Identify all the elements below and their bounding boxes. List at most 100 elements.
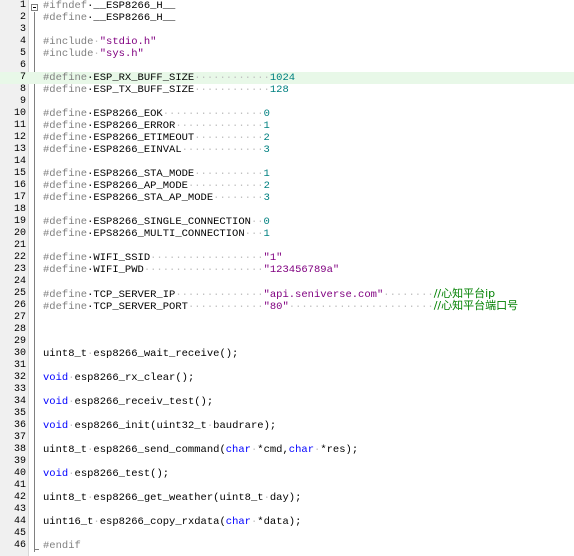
code-line[interactable]: 45	[0, 528, 574, 540]
code-token: ·EPS8266_MULTI_CONNECTION	[87, 228, 245, 240]
code-text: #define·ESP8266_ETIMEOUT···········2	[43, 132, 270, 144]
code-line[interactable]: 23#define·WIFI_PWD···················"12…	[0, 264, 574, 276]
code-line[interactable]: 15#define·ESP8266_STA_MODE···········1	[0, 168, 574, 180]
code-line[interactable]: 5#include·"sys.h"	[0, 48, 574, 60]
code-line[interactable]: 3	[0, 24, 574, 36]
code-token: #define	[43, 168, 88, 180]
code-token: ·	[68, 372, 75, 384]
code-token: ···················	[143, 264, 264, 276]
code-line[interactable]: 18	[0, 204, 574, 216]
code-line[interactable]: 6	[0, 60, 574, 72]
code-line[interactable]: 12 #define·ESP8266_ETIMEOUT···········2	[0, 132, 574, 144]
code-token: ·__ESP8266_H__	[87, 0, 176, 12]
code-text: #define·TCP_SERVER_IP··············"api.…	[43, 287, 496, 302]
code-token: ··············	[175, 289, 264, 301]
code-token: uint8_t	[43, 492, 88, 504]
line-number: 23	[13, 264, 26, 275]
code-token: 2	[263, 132, 270, 144]
code-line[interactable]: 27	[0, 312, 574, 324]
code-line[interactable]: 29	[0, 336, 574, 348]
code-line[interactable]: 17#define·ESP8266_STA_AP_MODE········3	[0, 192, 574, 204]
code-line[interactable]: 43	[0, 504, 574, 516]
code-line[interactable]: 37	[0, 432, 574, 444]
code-line[interactable]: 25#define·TCP_SERVER_IP··············"ap…	[0, 287, 574, 302]
code-comment: //心知平台ip	[433, 287, 496, 300]
line-number: 13	[13, 144, 26, 155]
code-token: #define	[43, 216, 88, 228]
code-line[interactable]: 10#define·ESP8266_EOK················0	[0, 108, 574, 120]
line-number: 39	[13, 456, 26, 467]
code-line[interactable]: 21	[0, 240, 574, 252]
code-token: char	[225, 516, 251, 528]
line-number: 37	[13, 432, 26, 443]
line-number: 3	[19, 24, 26, 35]
code-line[interactable]: 7#define·ESP_RX_BUFF_SIZE············102…	[0, 72, 574, 84]
line-number: 12	[13, 132, 26, 143]
code-line[interactable]: 20#define·EPS8266_MULTI_CONNECTION···1	[0, 228, 574, 240]
code-token: ············	[187, 180, 264, 192]
code-line[interactable]: 22#define·WIFI_SSID··················"1"	[0, 252, 574, 264]
line-number: 20	[13, 228, 26, 239]
code-line[interactable]: 16#define·ESP8266_AP_MODE············2	[0, 180, 574, 192]
code-line[interactable]: 4#include·"stdio.h"	[0, 36, 574, 48]
code-token: esp8266_receiv_test();	[74, 396, 214, 408]
code-line[interactable]: 14	[0, 156, 574, 168]
code-line[interactable]: 9	[0, 96, 574, 108]
code-text: #define·__ESP8266_H__	[43, 12, 175, 24]
code-token: #define	[43, 132, 88, 144]
line-number: 29	[13, 336, 26, 347]
code-text: void·esp8266_test();	[43, 468, 169, 480]
code-text: #define·ESP8266_SINGLE_CONNECTION··0	[43, 216, 270, 228]
code-line[interactable]: 46 #endif	[0, 540, 574, 552]
code-line[interactable]: 8#define·ESP_TX_BUFF_SIZE············128	[0, 84, 574, 96]
code-token: #endif	[43, 540, 81, 552]
line-number: 7	[19, 72, 26, 83]
line-number: 31	[13, 360, 26, 371]
code-text: #define·ESP8266_STA_AP_MODE········3	[43, 192, 270, 204]
line-number: 46	[13, 540, 26, 551]
line-number: 4	[19, 36, 26, 47]
code-token: baudrare);	[213, 420, 277, 432]
line-number: 2	[19, 12, 26, 23]
code-line[interactable]: 35	[0, 408, 574, 420]
code-token: ·TCP_SERVER_PORT	[87, 301, 188, 313]
code-line[interactable]: 33	[0, 384, 574, 396]
code-line[interactable]: 13#define·ESP8266_EINVAL·············3	[0, 144, 574, 156]
code-token: ···········	[194, 168, 264, 180]
code-token: *cmd,	[257, 444, 289, 456]
code-token: ·	[250, 516, 258, 528]
collapse-fold-icon[interactable]	[31, 4, 38, 11]
line-number: 36	[13, 420, 26, 431]
code-token: ·	[93, 48, 100, 60]
code-line[interactable]: 19#define·ESP8266_SINGLE_CONNECTION··0	[0, 216, 574, 228]
code-line[interactable]: 28	[0, 324, 574, 336]
line-number: 28	[13, 324, 26, 335]
code-token: "123456789a"	[263, 264, 340, 276]
line-number: 42	[13, 492, 26, 503]
code-line[interactable]: 41	[0, 480, 574, 492]
fold-end-marker	[34, 549, 39, 550]
code-token: ·	[93, 36, 100, 48]
code-line[interactable]: 26#define·TCP_SERVER_PORT············"80…	[0, 300, 574, 314]
code-token: ·TCP_SERVER_IP	[87, 289, 176, 301]
code-line[interactable]: 24	[0, 276, 574, 288]
code-line[interactable]: 1#ifndef·__ESP8266_H__	[0, 0, 574, 12]
code-token: ·__ESP8266_H__	[87, 12, 176, 24]
code-token: #define	[43, 84, 88, 96]
code-token: #define	[43, 12, 88, 24]
code-token: uint8_t	[43, 444, 88, 456]
code-line[interactable]: 39	[0, 456, 574, 468]
code-line[interactable]: 2 #define·__ESP8266_H__	[0, 12, 574, 24]
code-line[interactable]: 11#define·ESP8266_ERROR··············1	[0, 120, 574, 132]
code-line[interactable]: 31	[0, 360, 574, 372]
line-number: 5	[19, 48, 26, 59]
